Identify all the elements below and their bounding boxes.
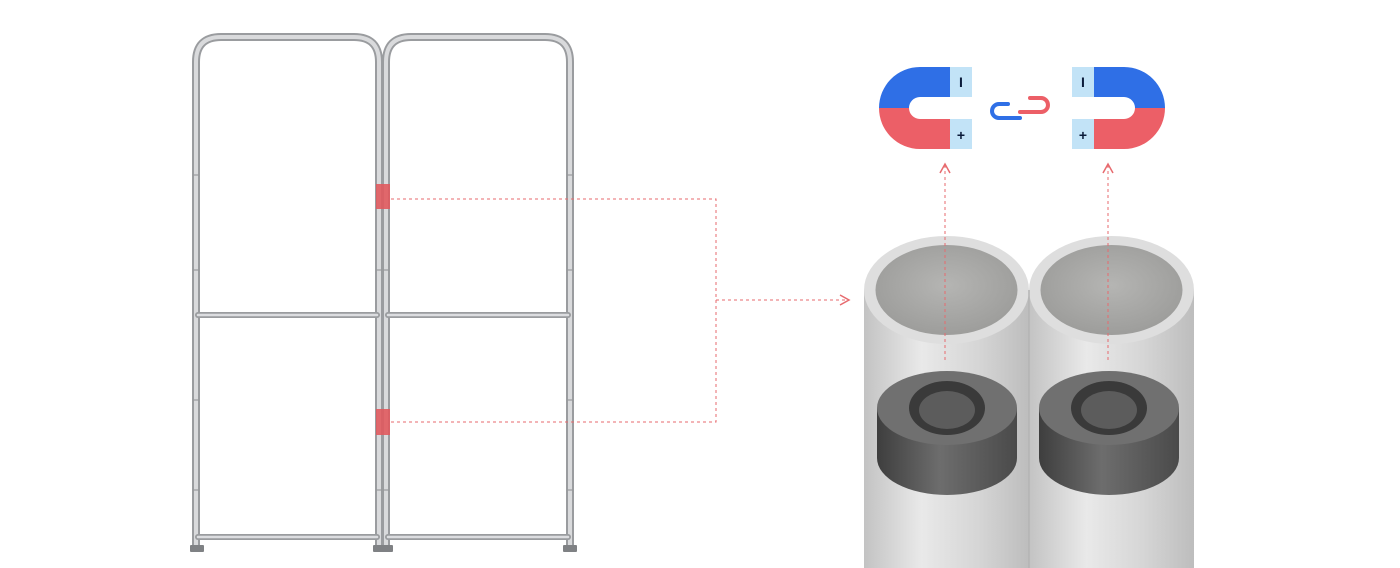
magnet-left-bottom-label: +: [957, 127, 965, 143]
link-icon: [990, 96, 1050, 120]
frame-crossbars: [195, 312, 571, 540]
ring-magnet-right: [1039, 371, 1179, 495]
frame-left-panel: [192, 33, 383, 552]
leader-lines: [391, 198, 851, 423]
ring-magnet-left: [877, 371, 1017, 495]
magnet-right-bottom-label: +: [1079, 127, 1087, 143]
force-arrows: [939, 162, 1114, 360]
magnet-left-top-label: I: [959, 74, 963, 90]
magnet-right-top-label: I: [1081, 74, 1085, 90]
display-frame: [190, 33, 577, 552]
magnet-zone-lower: [376, 409, 390, 435]
tube-right: [1029, 236, 1194, 568]
horseshoe-magnet-icon: I +: [879, 67, 972, 149]
tube-cross-section: [864, 162, 1194, 568]
horseshoe-magnet-icon: I +: [1072, 67, 1165, 149]
frame-feet: [190, 545, 577, 552]
magnet-zone-upper: [376, 184, 390, 209]
tube-left: [864, 236, 1029, 568]
frame-right-panel: [382, 33, 574, 552]
frame-joint-marks: [193, 174, 573, 491]
